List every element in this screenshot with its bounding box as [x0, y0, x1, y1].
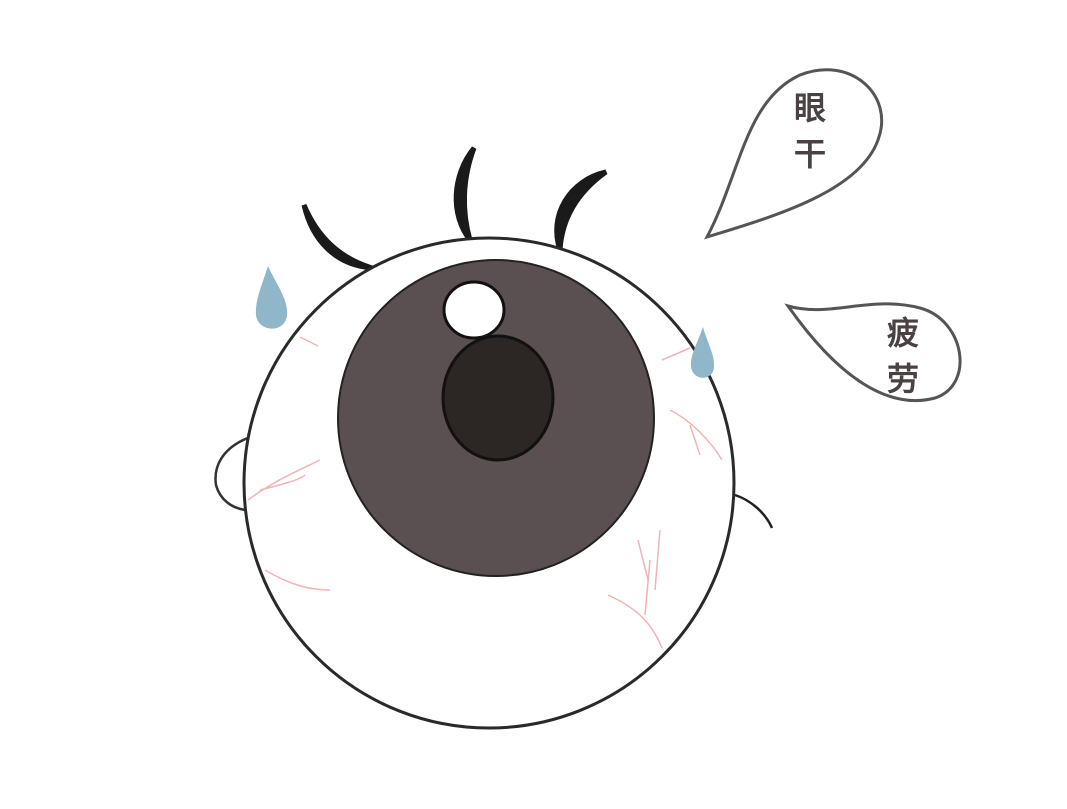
pupil — [441, 334, 555, 462]
eyelash-right — [554, 169, 608, 251]
eyelash-left — [301, 204, 373, 271]
bubble-text-dry-eyes: 眼 干 — [790, 85, 830, 177]
sweat-drop-right — [690, 327, 715, 378]
speech-bubble-bottom — [784, 302, 962, 403]
bubble-char: 眼 — [793, 89, 826, 127]
bubble-char: 干 — [793, 135, 826, 173]
eye-highlight — [442, 280, 506, 340]
bubble-char: 劳 — [886, 360, 919, 398]
bubble-char: 疲 — [886, 314, 919, 352]
bubble-text-fatigue: 疲 劳 — [883, 310, 923, 402]
sweat-drop-left — [255, 266, 288, 329]
speech-bubble-top — [703, 68, 884, 240]
motion-arc-right — [734, 493, 774, 529]
eyelash-middle — [453, 146, 477, 242]
blood-veins — [247, 336, 723, 649]
